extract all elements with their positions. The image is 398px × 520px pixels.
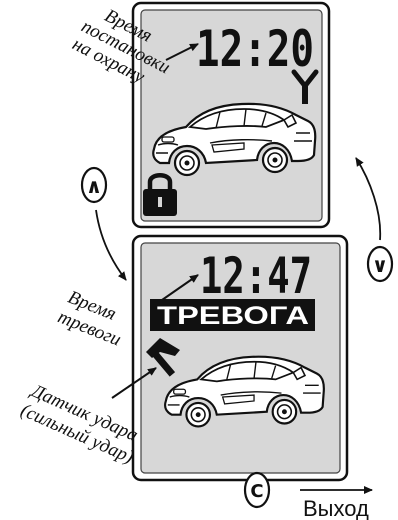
- up-button[interactable]: ∧: [80, 166, 108, 204]
- up-button-glyph: ∧: [86, 174, 102, 198]
- alarm-label: ТРЕВОГА: [157, 302, 309, 330]
- alarm-time: 12:47: [200, 247, 312, 305]
- c-button[interactable]: C: [243, 471, 271, 509]
- c-button-outline: [243, 471, 271, 509]
- exit-label: Выход: [303, 496, 369, 520]
- alarm-banner: [150, 299, 315, 331]
- caption-shock-sensor: Датчик удара (сильный удар): [17, 380, 140, 469]
- down-button[interactable]: ∨: [366, 245, 394, 283]
- arm-time: 12:20: [196, 20, 314, 78]
- up-button-outline: [80, 166, 108, 204]
- c-button-glyph: C: [250, 481, 263, 502]
- flow-arrow-down-to-armed: [355, 157, 382, 241]
- caption-alarm-time: Время тревоги: [55, 287, 124, 351]
- pointer-arm-time-arrow: [165, 43, 199, 61]
- flow-arrow-up-to-alarm: [95, 209, 127, 281]
- pointer-alarm-time-arrow: [161, 274, 199, 301]
- hammer-icon: [146, 338, 180, 377]
- down-button-glyph: ∨: [372, 253, 388, 277]
- antenna-icon: [291, 69, 319, 104]
- down-button-outline: [366, 245, 394, 283]
- pointer-shock-arrow: [111, 367, 157, 399]
- screen-armed: 12:20: [131, 1, 331, 229]
- screen-alarm: 12:47 ТРЕВОГА: [131, 234, 349, 482]
- lock-icon: [143, 173, 177, 216]
